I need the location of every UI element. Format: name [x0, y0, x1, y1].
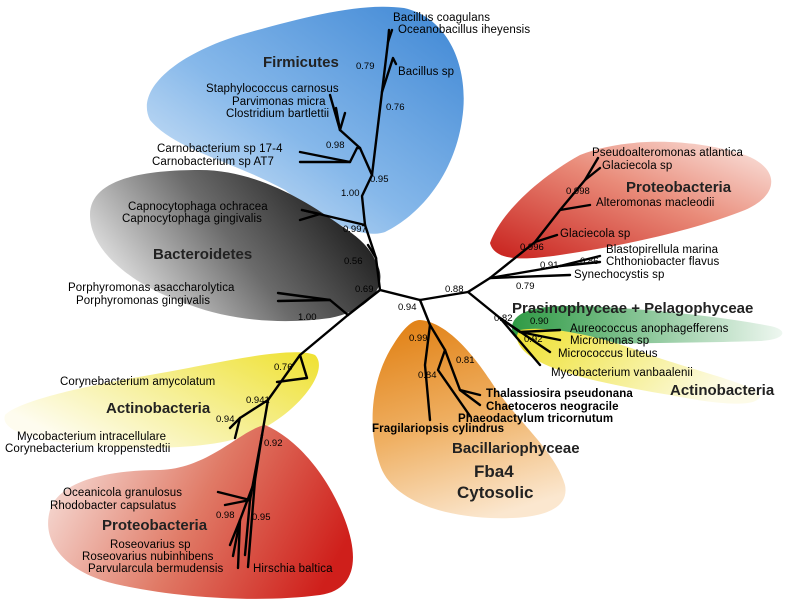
taxon-label: Clostridium bartlettii	[226, 108, 329, 120]
taxon-label: Chaetoceros neogracile	[486, 401, 619, 413]
support-value: 0.76	[386, 102, 405, 113]
support-value: 0.941	[246, 395, 270, 406]
taxon-label: Carnobacterium sp 17-4	[157, 143, 283, 155]
taxon-label: Porphyromonas gingivalis	[76, 295, 210, 307]
support-value: 0.86	[580, 256, 599, 267]
support-value: 0.88	[445, 284, 464, 295]
tree-branches	[216, 28, 602, 570]
taxon-label: Porphyromonas asaccharolytica	[68, 282, 235, 294]
taxon-label: Parvimonas micra	[232, 96, 326, 108]
taxon-label: Alteromonas macleodii	[596, 197, 714, 209]
taxon-label: Capnocytophaga ochracea	[128, 201, 268, 213]
group-label-actinobacteria-right: Actinobacteria	[670, 382, 775, 399]
taxon-label: Roseovarius sp	[110, 539, 191, 551]
support-value: 1.00	[341, 188, 360, 199]
support-value: 0.996	[520, 242, 544, 253]
taxon-label: Micromonas sp	[570, 335, 649, 347]
taxon-label: Glaciecola sp	[560, 228, 630, 240]
bacteroidetes-clade-shading	[90, 170, 381, 322]
group-label-fba4: Fba4	[474, 462, 514, 481]
taxon-label: Aureococcus anophagefferens	[570, 323, 729, 335]
group-label-proteobacteria-bottom: Proteobacteria	[102, 517, 208, 534]
taxon-label: Mycobacterium intracellulare	[17, 431, 166, 443]
support-value: 0.69	[355, 284, 374, 295]
support-value: 0.98	[216, 510, 235, 521]
actinobacteria-left-clade-shading	[4, 352, 319, 448]
support-value: 0.95	[252, 512, 271, 523]
support-value: 0.91	[540, 260, 559, 271]
group-label-prasino-pelago: Prasinophyceae + Pelagophyceae	[512, 300, 753, 317]
support-value: 0.95	[370, 174, 389, 185]
group-label-firmicutes: Firmicutes	[263, 54, 339, 71]
taxon-label: Hirschia baltica	[253, 563, 333, 575]
support-value: 0.81	[456, 355, 475, 366]
support-value: 0.79	[356, 61, 375, 72]
group-label-bacteroidetes: Bacteroidetes	[153, 246, 252, 263]
support-value: 0.79	[516, 281, 535, 292]
taxon-label: Roseovarius nubinhibens	[82, 551, 214, 563]
support-value: 0.997	[343, 224, 367, 235]
group-label-bacillariophyceae: Bacillariophyceae	[452, 440, 580, 457]
taxon-label: Chthoniobacter flavus	[606, 256, 719, 268]
bacillariophyceae-clade-shading	[372, 320, 566, 519]
support-value: 0.99	[409, 333, 428, 344]
support-value: 0.92	[264, 438, 283, 449]
taxon-label: Staphylococcus carnosus	[206, 83, 339, 95]
taxon-label: Capnocytophaga gingivalis	[122, 213, 262, 225]
taxon-label: Micrococcus luteus	[558, 348, 658, 360]
taxon-label: Carnobacterium sp AT7	[152, 156, 274, 168]
taxon-label: Fragilariopsis cylindrus	[372, 423, 504, 435]
taxon-label: Oceanobacillus iheyensis	[398, 24, 530, 36]
taxon-label: Thalassiosira pseudonana	[486, 388, 633, 400]
support-value: 0.94	[398, 302, 417, 313]
taxon-label: Corynebacterium kroppenstedtii	[5, 443, 170, 455]
taxon-label: Rhodobacter capsulatus	[50, 500, 176, 512]
proteobacteria-top-clade-shading	[490, 141, 772, 259]
taxon-label: Blastopirellula marina	[606, 244, 719, 256]
support-value: 0.98	[326, 140, 345, 151]
group-label-cytosolic: Cytosolic	[457, 483, 534, 502]
taxon-label: Synechocystis sp	[574, 269, 664, 281]
support-value: 1.00	[298, 312, 317, 323]
support-value: 0.94	[216, 414, 235, 425]
support-value: 0.84	[418, 370, 437, 381]
group-label-actinobacteria-left: Actinobacteria	[106, 400, 211, 417]
actinobacteria-right-clade-shading	[516, 328, 760, 404]
support-value: 0.998	[566, 186, 590, 197]
proteobacteria-bottom-clade-shading	[48, 425, 353, 599]
taxon-label: Phaeodactylum tricornutum	[458, 413, 613, 425]
support-value: 0.76	[274, 362, 293, 373]
support-value: 0.92	[524, 334, 543, 345]
taxon-label: Mycobacterium vanbaalenii	[551, 367, 693, 379]
support-value: 0.90	[530, 316, 549, 327]
taxon-label: Corynebacterium amycolatum	[60, 376, 215, 388]
taxon-label: Glaciecola sp	[602, 160, 672, 172]
taxon-label: Oceanicola granulosus	[63, 487, 182, 499]
taxon-label: Bacillus coagulans	[393, 12, 490, 24]
taxon-label: Pseudoalteromonas atlantica	[592, 147, 744, 159]
group-label-proteobacteria-top: Proteobacteria	[626, 179, 732, 196]
support-value: 0.56	[344, 256, 363, 267]
taxon-label: Bacillus sp	[398, 66, 454, 78]
taxon-label: Parvularcula bermudensis	[88, 563, 224, 575]
support-value: 0.82	[494, 313, 513, 324]
